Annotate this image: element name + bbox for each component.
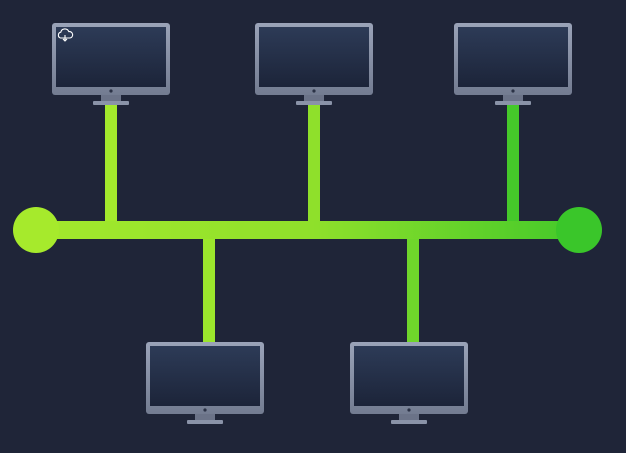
monitor-2[interactable]	[255, 23, 373, 105]
connector-monitor-5	[407, 228, 419, 348]
right-terminator	[556, 207, 602, 253]
monitor-3[interactable]	[454, 23, 572, 105]
monitor-1[interactable]	[52, 23, 170, 105]
connector-monitor-4	[203, 228, 215, 348]
monitor-5[interactable]	[350, 342, 468, 424]
connector-monitor-1	[105, 100, 117, 232]
connector-monitor-3	[507, 100, 519, 232]
monitor-4[interactable]	[146, 342, 264, 424]
left-terminator	[13, 207, 59, 253]
connector-monitor-2	[308, 100, 320, 232]
cloud-download-icon	[57, 28, 74, 42]
bus-line	[30, 221, 596, 239]
